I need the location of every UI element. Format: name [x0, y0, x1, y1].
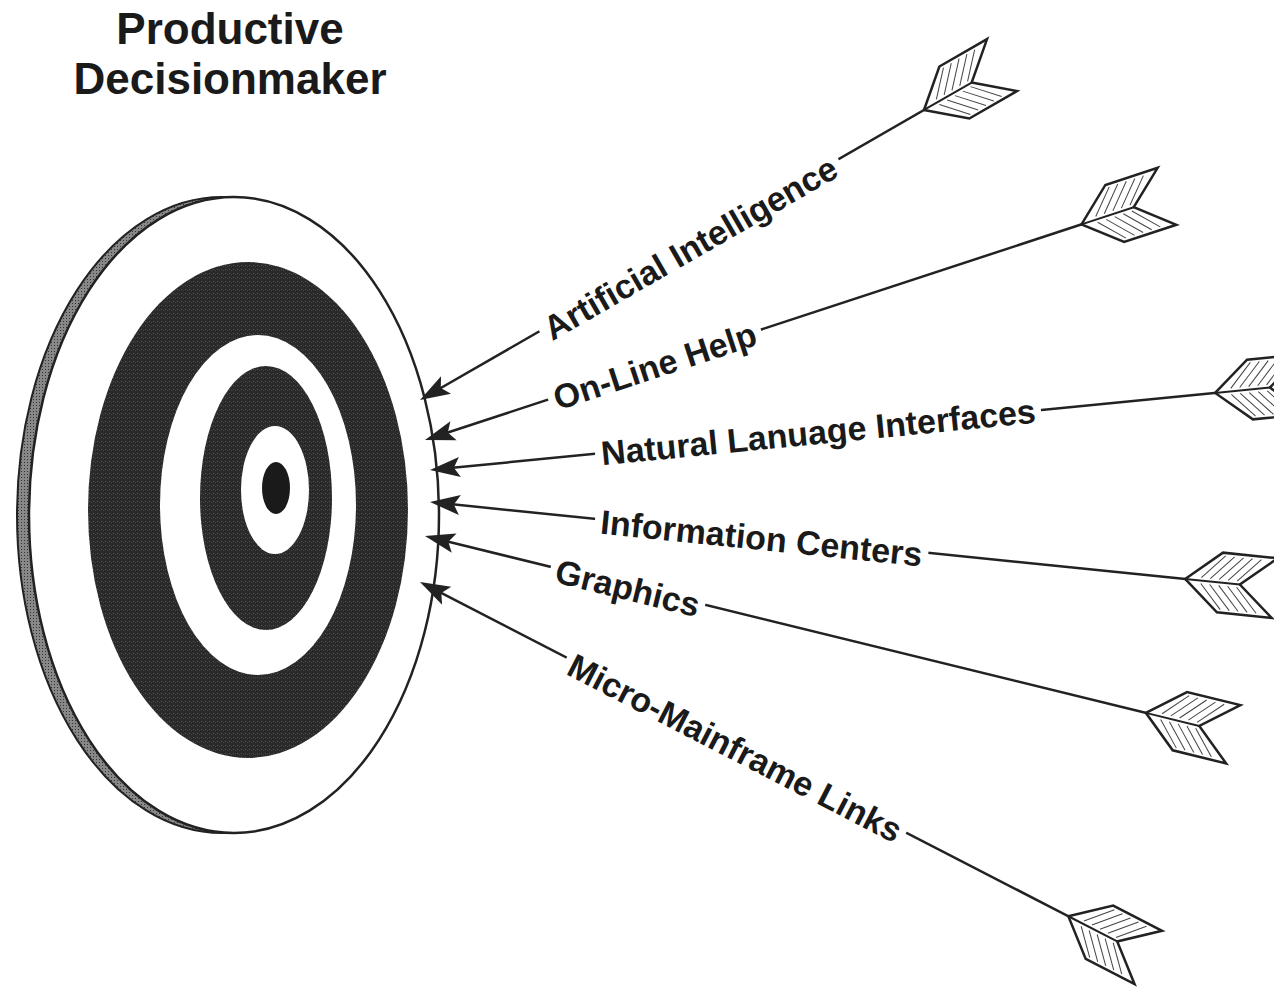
arrow-label: Artificial Intelligence	[531, 146, 849, 351]
arrows	[415, 39, 1274, 984]
target-node: Productive Decisionmaker	[10, 4, 450, 844]
arrow-label: Graphics	[546, 551, 710, 626]
arrow-label: Information Centers	[593, 502, 930, 574]
arrow-label: Micro-Mainframe Links	[556, 644, 913, 853]
arrow-label: Natural Lanuage Interfaces	[593, 391, 1043, 473]
target	[17, 197, 439, 833]
arrow	[415, 573, 1162, 984]
target-title: Productive Decisionmaker	[10, 4, 450, 104]
